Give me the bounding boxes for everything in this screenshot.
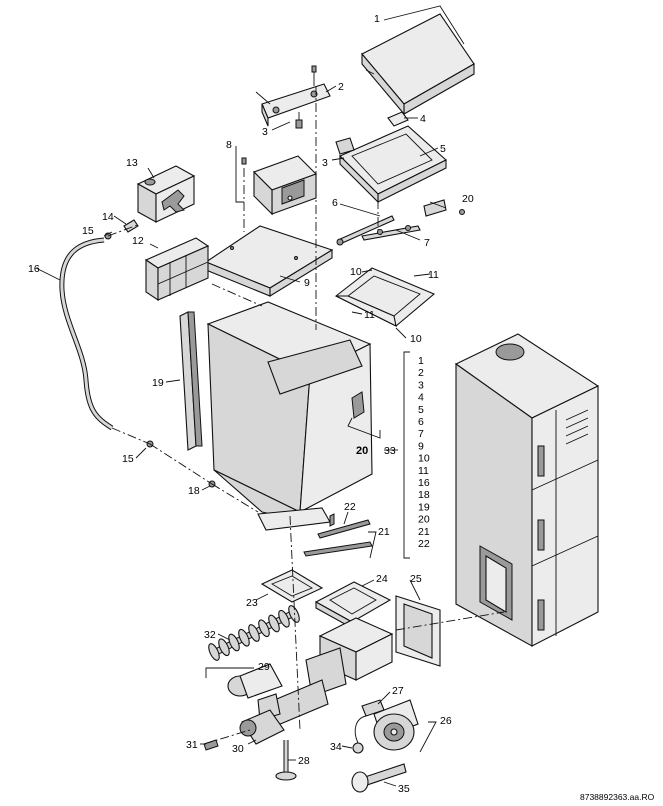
kit-list-item: 4 bbox=[418, 392, 424, 404]
feed-housing bbox=[259, 617, 394, 731]
part-16-hose bbox=[59, 237, 114, 431]
kit-list-item: 22 bbox=[418, 538, 430, 550]
callout-2: 2 bbox=[338, 81, 344, 93]
callout-18: 18 bbox=[188, 485, 200, 497]
auger-flight bbox=[278, 609, 290, 628]
part-6-7-rods bbox=[336, 199, 465, 246]
callout-34: 34 bbox=[330, 741, 342, 753]
callout-14: 14 bbox=[102, 211, 114, 223]
auger-flight bbox=[238, 628, 250, 647]
callout-3a: 3 bbox=[262, 126, 268, 138]
part-21-22-bars bbox=[303, 513, 373, 557]
callout-1: 1 bbox=[374, 13, 380, 25]
auger-flight bbox=[208, 643, 220, 661]
callout-33: 33 bbox=[384, 445, 396, 457]
callout-10b: 10 bbox=[410, 333, 422, 345]
part-19-rail bbox=[179, 311, 203, 451]
kit-list-item: 6 bbox=[418, 416, 424, 428]
callout-5: 5 bbox=[440, 143, 446, 155]
part-13-canister bbox=[136, 165, 196, 223]
kit-list-item: 9 bbox=[418, 440, 424, 452]
auger-flight bbox=[228, 633, 240, 652]
callout-28: 28 bbox=[298, 755, 310, 767]
part-23-gasket bbox=[260, 569, 324, 603]
callout-labels: 1 2 3 4 3 5 8 13 6 20 14 15 7 12 16 10 1… bbox=[28, 13, 474, 795]
callout-21: 21 bbox=[378, 526, 390, 538]
callout-7: 7 bbox=[424, 237, 430, 249]
callout-6: 6 bbox=[332, 197, 338, 209]
callout-20b: 20 bbox=[356, 445, 368, 457]
auger-flight bbox=[218, 638, 230, 657]
callout-27: 27 bbox=[392, 685, 404, 697]
kit-list-item: 18 bbox=[418, 489, 430, 501]
part-8-control-box bbox=[241, 155, 317, 216]
part-28-foot bbox=[275, 740, 297, 781]
callout-15a: 15 bbox=[82, 225, 94, 237]
auger-flight bbox=[288, 605, 300, 623]
part-2-bracket bbox=[255, 65, 331, 129]
part-24-collar bbox=[314, 581, 392, 629]
kit-list-item: 11 bbox=[418, 465, 429, 477]
part-29-motor bbox=[227, 663, 283, 721]
part-35-tube bbox=[351, 763, 407, 793]
callout-35: 35 bbox=[398, 783, 410, 795]
callout-20a: 20 bbox=[462, 193, 474, 205]
callout-19: 19 bbox=[152, 377, 164, 389]
callout-12: 12 bbox=[132, 235, 144, 247]
kit-list-item: 3 bbox=[418, 379, 424, 391]
callout-26: 26 bbox=[440, 715, 452, 727]
callout-30: 30 bbox=[232, 743, 244, 755]
image-code: 8738892363.aa.RO bbox=[580, 792, 655, 802]
part-12-bracket-cage bbox=[144, 237, 210, 302]
callout-11b: 11 bbox=[364, 309, 375, 321]
callout-25: 25 bbox=[410, 573, 422, 585]
leader-lines bbox=[35, 5, 465, 787]
callout-13: 13 bbox=[126, 157, 138, 169]
kit-list-item: 5 bbox=[418, 404, 424, 416]
callout-10a: 10 bbox=[350, 266, 362, 278]
kit-list-item: 1 bbox=[418, 355, 424, 367]
kit-list-item: 16 bbox=[418, 477, 430, 489]
part-10-11-gasket-frame bbox=[334, 267, 436, 327]
callout-24: 24 bbox=[376, 573, 388, 585]
callout-4: 4 bbox=[420, 113, 426, 125]
auger-flight bbox=[258, 619, 270, 638]
callout-16: 16 bbox=[28, 263, 40, 275]
callout-3b: 3 bbox=[322, 157, 328, 169]
callout-29: 29 bbox=[258, 661, 270, 673]
callout-11a: 11 bbox=[428, 269, 439, 281]
part-5-frame bbox=[335, 111, 447, 204]
part-1-top-cover bbox=[361, 13, 475, 116]
hopper-body bbox=[206, 301, 373, 531]
kit-list-item: 21 bbox=[418, 526, 430, 538]
callout-32: 32 bbox=[204, 629, 216, 641]
kit-list-item: 7 bbox=[418, 428, 424, 440]
kit-list-item: 19 bbox=[418, 501, 430, 513]
auger-flight bbox=[248, 624, 260, 642]
callout-9: 9 bbox=[304, 277, 310, 289]
callout-8: 8 bbox=[226, 139, 232, 151]
auger-flight bbox=[268, 614, 280, 633]
part-26-27-fan bbox=[361, 699, 419, 751]
kit-list-item: 10 bbox=[418, 453, 430, 465]
part-9-lid-plate bbox=[204, 225, 334, 297]
part-25-plate bbox=[395, 595, 441, 667]
assembly-axis-lines bbox=[107, 86, 505, 745]
boiler-unit bbox=[454, 333, 600, 647]
kit-list-item: 2 bbox=[418, 367, 424, 379]
callout-31: 31 bbox=[186, 739, 198, 751]
kit-list-item: 20 bbox=[418, 514, 430, 526]
part-32-auger bbox=[208, 605, 300, 661]
callout-23: 23 bbox=[246, 597, 258, 609]
callout-15b: 15 bbox=[122, 453, 134, 465]
part-34-sensor bbox=[352, 715, 367, 754]
callout-22: 22 bbox=[344, 501, 356, 513]
